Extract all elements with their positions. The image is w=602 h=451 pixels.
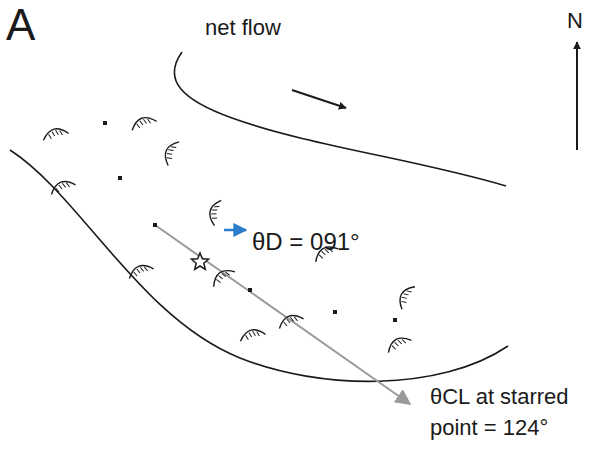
dune-crest — [207, 198, 221, 225]
dune-hatch — [56, 187, 59, 192]
flow-arrow — [292, 90, 346, 108]
dune-hatch — [66, 182, 69, 187]
centerline-arrow — [155, 225, 410, 404]
dune-hatch — [49, 134, 52, 139]
crescent-dune — [126, 261, 153, 279]
dune-hatch — [290, 317, 293, 322]
dune-hatch — [134, 271, 137, 276]
crescent-dune — [395, 283, 415, 310]
dune-hatch — [137, 123, 140, 128]
channel-bank — [10, 150, 508, 381]
dune-crest — [238, 327, 265, 341]
north-arrow — [576, 42, 578, 150]
channel-bank — [174, 52, 506, 186]
dune-hatch — [249, 332, 252, 337]
flow-label: net flow — [205, 15, 281, 40]
dune-hatch — [167, 156, 172, 159]
dune-hatch — [168, 148, 173, 151]
dune-hatch — [143, 119, 146, 124]
dune-direction-arrow — [224, 229, 246, 232]
crescent-dune — [238, 327, 265, 342]
dune-hatch — [59, 184, 62, 189]
measurement-dot — [153, 223, 157, 227]
panel-letter: A — [6, 0, 35, 51]
dune-hatch — [140, 267, 143, 272]
dune-hatch — [212, 217, 217, 220]
dune-hatch — [137, 268, 140, 273]
north-label: N — [567, 8, 583, 33]
dune-hatch — [140, 120, 143, 125]
crescent-dune — [41, 126, 68, 141]
dune-hatch — [167, 152, 172, 155]
dune-hatch — [56, 130, 59, 135]
crescent-dune — [161, 139, 180, 166]
dune-hatch — [253, 331, 256, 336]
dune-hatch — [171, 145, 176, 148]
measurement-dot — [248, 288, 252, 292]
dune-hatch — [147, 119, 150, 124]
dune-crest — [395, 283, 415, 310]
dune-hatch — [212, 209, 217, 212]
dune-hatch — [219, 275, 223, 280]
dune-hatch — [144, 266, 147, 271]
dune-crest — [126, 261, 153, 278]
crescent-dune — [207, 198, 222, 225]
dune-hatch — [404, 292, 409, 296]
dune-hatch — [401, 300, 406, 304]
dune-hatch — [246, 335, 249, 340]
dune-crest — [41, 126, 68, 140]
measurement-dot — [118, 176, 122, 180]
dune-hatch — [60, 130, 63, 135]
dune-hatch — [287, 318, 290, 323]
dune-hatch — [294, 316, 297, 321]
dune-hatch — [222, 272, 226, 277]
crescent-dune — [209, 265, 235, 287]
measurement-dot — [103, 121, 107, 125]
dune-crest — [209, 265, 235, 286]
dune-crest — [48, 177, 75, 194]
measurement-dot — [333, 310, 337, 314]
dune-hatch — [257, 331, 260, 336]
dune-hatch — [402, 296, 407, 300]
crescent-dune — [385, 333, 412, 353]
dune-crest — [129, 114, 156, 130]
dune-hatch — [395, 342, 399, 347]
dune-crest — [385, 333, 412, 352]
dune-hatch — [402, 339, 406, 344]
starred-point — [191, 253, 208, 269]
dune-hatch — [407, 290, 412, 294]
dune-hatch — [284, 321, 287, 326]
dune-azimuth-label: θD = 091° — [252, 228, 360, 256]
crescent-dune — [129, 114, 156, 131]
measurement-dot — [393, 318, 397, 322]
crescent-dune — [48, 177, 75, 195]
dune-hatch — [52, 131, 55, 136]
dune-hatch — [398, 340, 402, 345]
centerline-azimuth-label: θCL at starred point = 124° — [430, 382, 598, 444]
dune-hatch — [214, 205, 219, 208]
dune-hatch — [216, 278, 220, 283]
dune-hatch — [211, 212, 216, 215]
dune-hatch — [62, 183, 65, 188]
dune-crest — [161, 139, 179, 166]
crescent-dune — [276, 311, 303, 329]
dune-hatch — [226, 271, 230, 276]
dune-crest — [276, 311, 303, 328]
dune-hatch — [392, 345, 396, 350]
